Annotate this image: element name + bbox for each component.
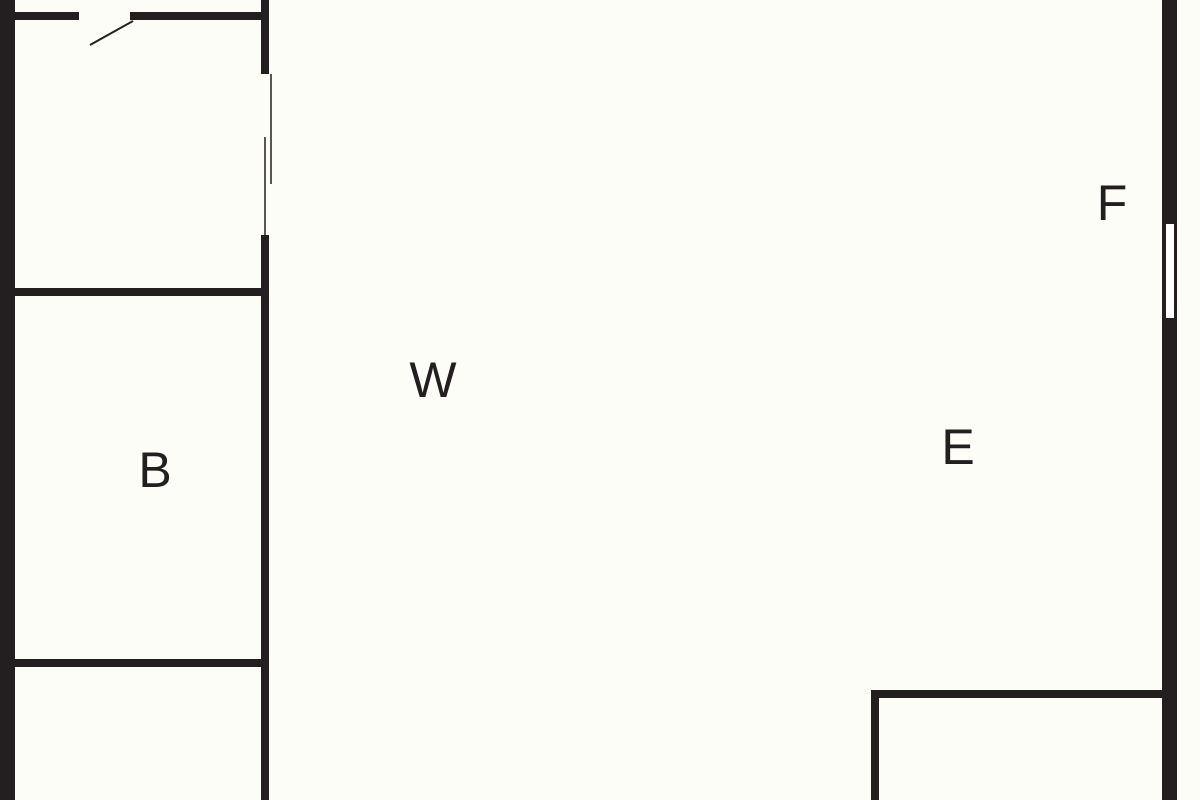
- top-wall-left-segment: [15, 12, 79, 20]
- wall-b-bottom: [15, 659, 263, 667]
- right-outer-wall: [1162, 0, 1177, 800]
- room-label-b: B: [138, 442, 172, 498]
- room-label-w: W: [409, 352, 457, 408]
- room-label-f: F: [1096, 175, 1128, 231]
- wall-b-top: [15, 288, 263, 296]
- inner-wall-lower: [261, 235, 269, 800]
- inner-wall-upper: [261, 0, 269, 74]
- room-label-e: E: [941, 419, 975, 475]
- window: [1166, 224, 1174, 318]
- door-swing: [89, 20, 134, 46]
- top-wall-right-segment: [130, 12, 264, 20]
- bottom-right-room-top-wall: [871, 690, 1164, 698]
- bottom-right-room-left-wall: [871, 690, 879, 800]
- left-outer-wall: [0, 0, 15, 800]
